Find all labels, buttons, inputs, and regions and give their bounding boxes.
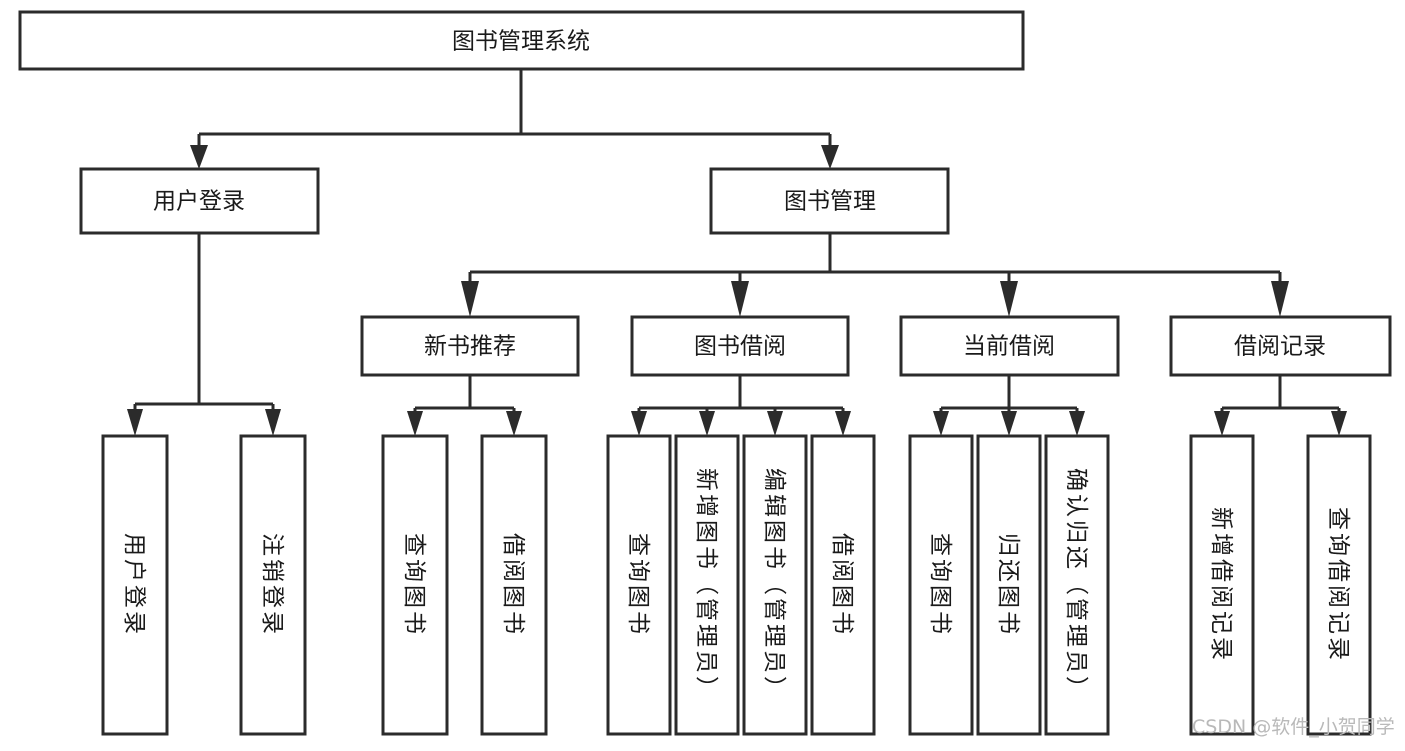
- arrow-head-leaf-logout-login: [265, 409, 281, 436]
- node-leaf-add-book[interactable]: 新增图书（管理员）: [674, 434, 740, 736]
- node-leaf-query-book-2[interactable]: 查询图书: [606, 434, 672, 736]
- arrow-head-book-borrow: [731, 281, 749, 317]
- node-leaf-confirm-return-label: 确认归还（管理员）: [1063, 468, 1089, 702]
- node-leaf-query-book-3-box[interactable]: [908, 434, 974, 736]
- node-leaf-query-book-1-box[interactable]: [381, 434, 449, 736]
- node-book-management[interactable]: 图书管理: [709, 167, 950, 235]
- node-user-login-box[interactable]: [79, 167, 320, 235]
- node-book-management-box[interactable]: [709, 167, 950, 235]
- node-leaf-logout-login[interactable]: 注销登录: [239, 434, 307, 736]
- arrow-head-new-book-recommend: [461, 281, 479, 317]
- node-leaf-query-book-1[interactable]: 查询图书: [381, 434, 449, 736]
- arrow-head-leaf-query-book-3: [933, 411, 949, 436]
- node-leaf-confirm-return[interactable]: 确认归还（管理员）: [1044, 434, 1110, 736]
- arrow-head-leaf-edit-book: [767, 411, 783, 436]
- node-leaf-user-login[interactable]: 用户登录: [101, 434, 169, 736]
- node-leaf-return-book[interactable]: 归还图书: [976, 434, 1042, 736]
- arrow-head-current-borrow: [1000, 281, 1018, 317]
- node-leaf-query-book-3-label: 查询图书: [927, 533, 953, 637]
- node-leaf-borrow-book-1[interactable]: 借阅图书: [480, 434, 548, 736]
- node-leaf-edit-book[interactable]: 编辑图书（管理员）: [742, 434, 808, 736]
- arrow-head-leaf-borrow-book-2: [835, 411, 851, 436]
- arrow-head-leaf-return-book: [1001, 411, 1017, 436]
- node-leaf-borrow-book-2-box[interactable]: [810, 434, 876, 736]
- arrow-head-leaf-confirm-return: [1069, 411, 1085, 436]
- node-leaf-query-record-label: 查询借阅记录: [1325, 507, 1351, 663]
- arrow-head-leaf-borrow-book-1: [506, 411, 522, 436]
- arrow-head-bookmgmt: [821, 145, 839, 169]
- node-leaf-user-login-label: 用户登录: [121, 533, 147, 637]
- node-leaf-borrow-book-2[interactable]: 借阅图书: [810, 434, 876, 736]
- node-leaf-query-record-box[interactable]: [1306, 434, 1372, 736]
- node-new-book-recommend-box[interactable]: [360, 315, 580, 377]
- node-leaf-confirm-return-box[interactable]: [1044, 434, 1110, 736]
- node-book-borrow[interactable]: 图书借阅: [630, 315, 850, 377]
- arrow-head-leaf-add-record: [1214, 411, 1230, 436]
- arrow-head-userlogin: [190, 145, 208, 169]
- node-leaf-return-book-box[interactable]: [976, 434, 1042, 736]
- node-root[interactable]: 图书管理系统: [18, 10, 1025, 71]
- csdn-watermark: CSDN @软件_小贺同学: [1192, 716, 1395, 738]
- node-leaf-logout-login-box[interactable]: [239, 434, 307, 736]
- node-leaf-query-record[interactable]: 查询借阅记录: [1306, 434, 1372, 736]
- node-leaf-add-record[interactable]: 新增借阅记录: [1189, 434, 1255, 736]
- node-leaf-edit-book-label: 编辑图书（管理员）: [761, 468, 787, 702]
- node-leaf-query-book-2-box[interactable]: [606, 434, 672, 736]
- arrow-head-leaf-query-book-2: [631, 411, 647, 436]
- node-book-borrow-box[interactable]: [630, 315, 850, 377]
- node-user-login-label: 用户登录: [153, 189, 245, 215]
- node-leaf-query-book-3[interactable]: 查询图书: [908, 434, 974, 736]
- node-leaf-add-record-label: 新增借阅记录: [1208, 507, 1234, 663]
- node-new-book-recommend[interactable]: 新书推荐: [360, 315, 580, 377]
- node-leaf-query-book-2-label: 查询图书: [625, 533, 651, 637]
- node-borrow-record[interactable]: 借阅记录: [1169, 315, 1392, 377]
- node-current-borrow-label: 当前借阅: [963, 334, 1055, 360]
- arrow-head-leaf-query-book-1: [407, 411, 423, 436]
- node-leaf-add-book-box[interactable]: [674, 434, 740, 736]
- node-leaf-return-book-label: 归还图书: [995, 533, 1021, 637]
- node-leaf-user-login-box[interactable]: [101, 434, 169, 736]
- arrow-head-leaf-user-login: [127, 409, 143, 436]
- arrow-head-leaf-query-record: [1331, 411, 1347, 436]
- node-borrow-record-box[interactable]: [1169, 315, 1392, 377]
- node-current-borrow[interactable]: 当前借阅: [899, 315, 1120, 377]
- connector-layer: [127, 69, 1347, 436]
- node-book-borrow-label: 图书借阅: [694, 334, 786, 360]
- node-leaf-query-book-1-label: 查询图书: [401, 533, 427, 637]
- node-leaf-add-book-label: 新增图书（管理员）: [693, 468, 719, 702]
- node-leaf-logout-login-label: 注销登录: [259, 533, 285, 637]
- node-user-login[interactable]: 用户登录: [79, 167, 320, 235]
- node-root-box[interactable]: [18, 10, 1025, 71]
- node-book-management-label: 图书管理: [784, 189, 876, 215]
- node-root-label: 图书管理系统: [452, 29, 590, 55]
- node-leaf-borrow-book-1-label: 借阅图书: [500, 533, 526, 637]
- node-leaf-borrow-book-2-label: 借阅图书: [829, 533, 855, 637]
- arrow-head-leaf-add-book: [699, 411, 715, 436]
- arrow-head-borrow-record: [1271, 281, 1289, 317]
- node-leaf-edit-book-box[interactable]: [742, 434, 808, 736]
- node-leaf-borrow-book-1-box[interactable]: [480, 434, 548, 736]
- node-leaf-add-record-box[interactable]: [1189, 434, 1255, 736]
- node-borrow-record-label: 借阅记录: [1234, 334, 1326, 360]
- node-new-book-recommend-label: 新书推荐: [424, 334, 516, 360]
- node-current-borrow-box[interactable]: [899, 315, 1120, 377]
